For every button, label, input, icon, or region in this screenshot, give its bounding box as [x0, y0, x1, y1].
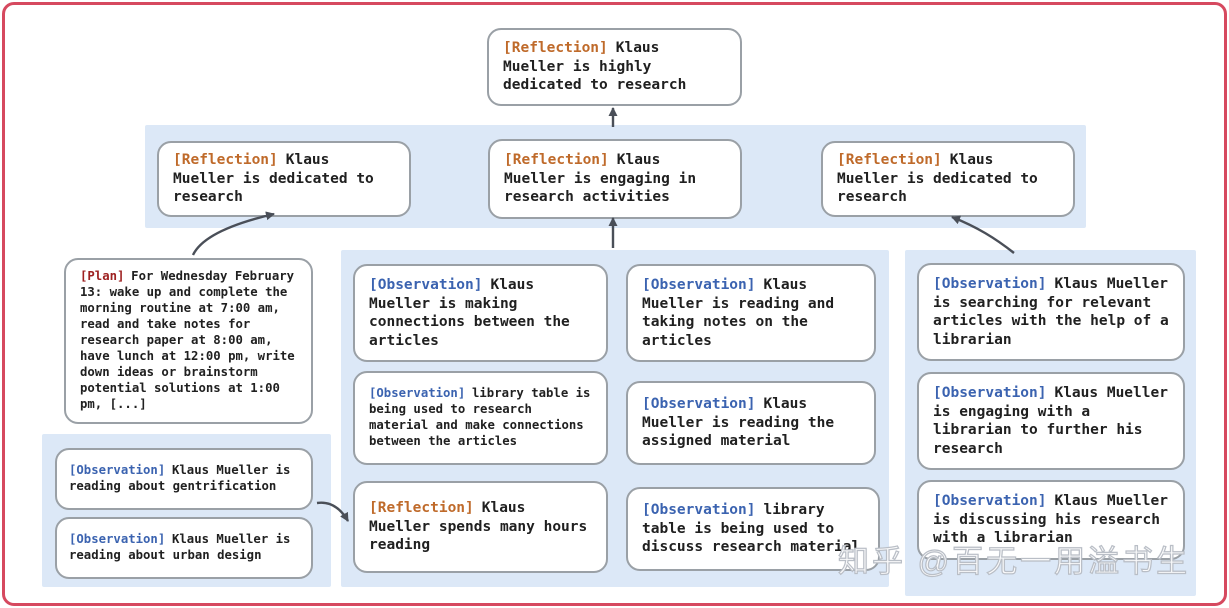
- observation-node-urban-design: [Observation]Klaus Mueller is reading ab…: [55, 517, 313, 579]
- node-text: Klaus Mueller is reading and taking note…: [642, 277, 835, 349]
- node-text: Klaus Mueller is engaging in research ac…: [504, 152, 697, 206]
- observation-node-gentrification: [Observation]Klaus Mueller is reading ab…: [55, 448, 313, 510]
- node-text: Klaus Mueller is discussing his research…: [933, 493, 1168, 547]
- reflection-tag: [Reflection]: [503, 40, 608, 56]
- observation-tag: [Observation]: [933, 493, 1047, 509]
- node-text: Klaus Mueller is reading about urban des…: [69, 532, 291, 562]
- node-text: library table is being used to research …: [369, 386, 591, 448]
- node-text: Klaus Mueller is dedicated to research: [173, 152, 374, 206]
- node-text: Klaus Mueller is making connections betw…: [369, 277, 570, 349]
- reflection-tag: [Reflection]: [504, 152, 609, 168]
- node-text: Klaus Mueller spends many hours reading: [369, 500, 588, 554]
- reflection-node-right: [Reflection]Klaus Mueller is dedicated t…: [821, 141, 1075, 217]
- observation-node-library-table-discuss: [Observation]library table is being used…: [626, 487, 880, 571]
- node-text: Klaus Mueller is highly dedicated to res…: [503, 40, 687, 94]
- node-text: Klaus Mueller is dedicated to research: [837, 152, 1038, 206]
- plan-node: [Plan]For Wednesday February 13: wake up…: [64, 258, 313, 424]
- observation-tag: [Observation]: [933, 385, 1047, 401]
- reflection-node-left: [Reflection]Klaus Mueller is dedicated t…: [157, 141, 411, 217]
- node-text: Klaus Mueller is searching for relevant …: [933, 276, 1169, 348]
- observation-tag: [Observation]: [369, 277, 483, 293]
- observation-tag: [Observation]: [69, 463, 166, 477]
- observation-node-discussing-research: [Observation]Klaus Mueller is discussing…: [917, 480, 1185, 560]
- observation-node-reading-taking-notes: [Observation]Klaus Mueller is reading an…: [626, 264, 876, 363]
- reflection-tag: [Reflection]: [837, 152, 942, 168]
- observation-tag: [Observation]: [642, 396, 756, 412]
- observation-tag: [Observation]: [369, 386, 466, 400]
- node-text: Klaus Mueller is reading the assigned ma…: [642, 396, 835, 450]
- reflection-node-middle: [Reflection]Klaus Mueller is engaging in…: [488, 139, 742, 219]
- reflection-tag: [Reflection]: [369, 500, 474, 516]
- reflection-tag: [Reflection]: [173, 152, 278, 168]
- root-reflection-node: [Reflection]Klaus Mueller is highly dedi…: [487, 28, 742, 106]
- observation-tag: [Observation]: [933, 276, 1047, 292]
- observation-node-searching-articles: [Observation]Klaus Mueller is searching …: [917, 263, 1185, 362]
- observation-tag: [Observation]: [642, 277, 756, 293]
- zhihu-watermark: 知乎 @百无一用溢书生: [837, 543, 1191, 579]
- observation-node-making-connections: [Observation]Klaus Mueller is making con…: [353, 264, 608, 363]
- observation-node-library-table-research: [Observation]library table is being used…: [353, 371, 608, 465]
- node-text: Klaus Mueller is engaging with a librari…: [933, 385, 1168, 457]
- node-text: library table is being used to discuss r…: [642, 502, 861, 556]
- plan-tag: [Plan]: [80, 269, 125, 283]
- reflection-node-hours-reading: [Reflection]Klaus Mueller spends many ho…: [353, 481, 608, 573]
- node-text: For Wednesday February 13: wake up and c…: [80, 269, 295, 411]
- observation-node-assigned-material: [Observation]Klaus Mueller is reading th…: [626, 381, 876, 465]
- observation-tag: [Observation]: [642, 502, 756, 518]
- observation-node-engaging-librarian: [Observation]Klaus Mueller is engaging w…: [917, 372, 1185, 471]
- observation-tag: [Observation]: [69, 532, 166, 546]
- node-text: Klaus Mueller is reading about gentrific…: [69, 463, 291, 493]
